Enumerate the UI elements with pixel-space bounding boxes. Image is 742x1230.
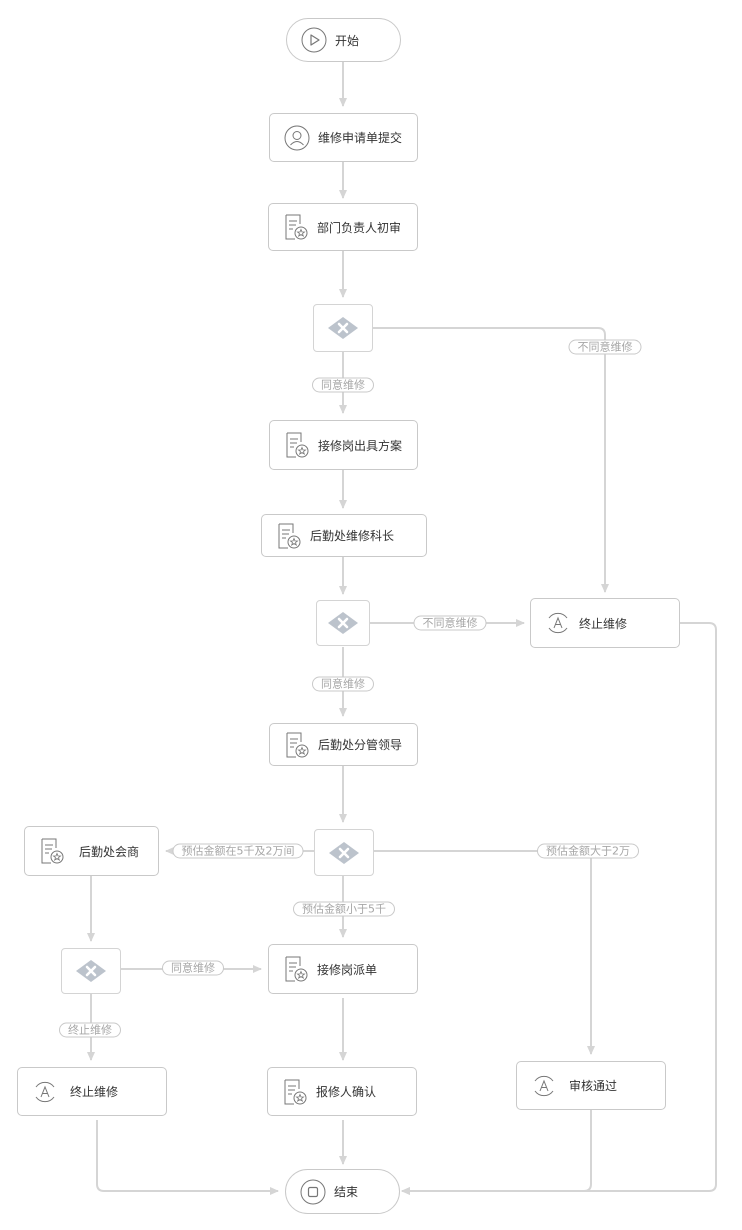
node-label: 后勤处分管领导 (318, 738, 403, 752)
auto-task-icon (35, 1081, 55, 1102)
start-node[interactable]: 开始 (286, 18, 401, 62)
node-label: 终止维修 (70, 1085, 119, 1099)
edge-label-gw3-high: 预估金额大于2万 (537, 843, 639, 859)
node-label: 开始 (335, 33, 360, 48)
approval-form-icon (285, 214, 308, 240)
exclusive-gateway-icon (328, 317, 358, 339)
edge-label-gw1-reject: 不同意维修 (568, 339, 642, 355)
edge-label-gw4-agree: 同意维修 (162, 960, 224, 976)
user-icon (284, 125, 310, 150)
edge-stop-left-end (96, 1120, 279, 1195)
approval-form-icon (286, 732, 309, 757)
gateway-leader[interactable] (314, 829, 374, 876)
auto-task-icon (548, 612, 568, 634)
stop-right-node[interactable]: 终止维修 (530, 598, 680, 648)
end-node[interactable]: 结束 (285, 1169, 400, 1214)
repair-plan-node[interactable]: 接修岗出具方案 (269, 420, 418, 470)
exclusive-gateway-icon (329, 841, 359, 864)
node-label: 后勤处会商 (79, 844, 140, 859)
logistics-chief-node[interactable]: 后勤处维修科长 (261, 514, 427, 557)
gateway-council[interactable] (61, 948, 121, 994)
approved-node[interactable]: 审核通过 (516, 1061, 666, 1110)
edge-gateway1-stop (373, 327, 609, 593)
node-label: 审核通过 (569, 1079, 618, 1093)
approval-form-icon (284, 1079, 307, 1104)
edge-approved-end (401, 1110, 592, 1195)
gateway-dept-review[interactable] (313, 304, 373, 352)
exclusive-gateway-icon (328, 612, 358, 634)
gateway-chief[interactable] (316, 600, 370, 646)
node-label: 接修岗出具方案 (318, 438, 403, 453)
edge-label-gw2-agree: 同意维修 (312, 676, 374, 692)
node-label: 报修人确认 (316, 1085, 377, 1099)
edge-label-gw1-agree: 同意维修 (312, 377, 374, 393)
auto-task-icon (534, 1075, 554, 1096)
node-label: 结束 (334, 1185, 359, 1199)
edge-label-gw4-stop: 终止维修 (59, 1022, 121, 1038)
dept-review-node[interactable]: 部门负责人初审 (268, 203, 418, 251)
edge-stop-right-end (401, 622, 717, 1195)
node-label: 维修申请单提交 (318, 131, 403, 145)
logistics-leader-node[interactable]: 后勤处分管领导 (269, 723, 418, 766)
approval-form-icon (41, 838, 64, 864)
submit-node[interactable]: 维修申请单提交 (269, 113, 418, 162)
reporter-confirm-node[interactable]: 报修人确认 (267, 1067, 417, 1116)
exclusive-gateway-icon (76, 960, 106, 982)
approval-form-icon (278, 523, 301, 548)
edge-label-gw2-reject: 不同意维修 (413, 615, 487, 631)
stop-left-node[interactable]: 终止维修 (17, 1067, 167, 1116)
node-label: 接修岗派单 (317, 962, 378, 977)
node-label: 后勤处维修科长 (310, 529, 395, 543)
node-label: 部门负责人初审 (317, 220, 402, 235)
dispatch-node[interactable]: 接修岗派单 (268, 944, 418, 994)
play-circle-icon (301, 27, 327, 53)
node-label: 终止维修 (579, 616, 628, 631)
stop-circle-icon (300, 1179, 326, 1204)
logistics-council-node[interactable]: 后勤处会商 (24, 826, 159, 876)
approval-form-icon (285, 956, 308, 982)
edge-label-gw3-low: 预估金额小于5千 (293, 901, 395, 917)
approval-form-icon (286, 432, 309, 458)
edge-label-gw3-mid: 预估金额在5千及2万间 (172, 843, 304, 859)
